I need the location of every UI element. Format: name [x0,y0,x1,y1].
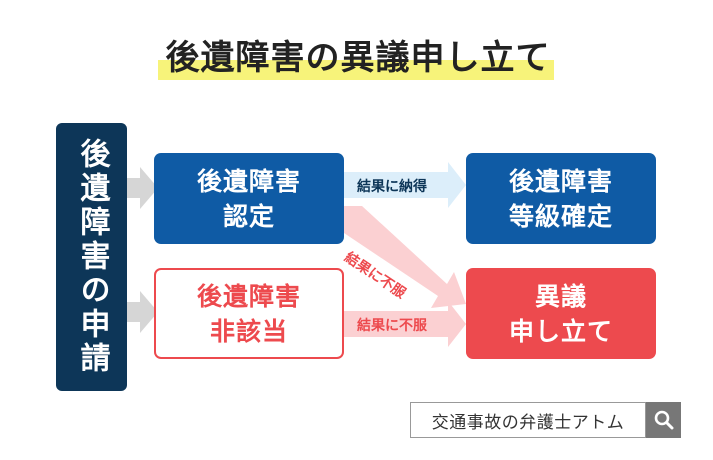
application-label: 後遺障害の申請 [74,138,110,376]
search-icon [654,410,673,430]
node-accredited: 後遺障害 認定 [154,153,344,244]
search-box[interactable]: 交通事故の弁護士アトム [410,402,646,438]
arrow-to-not-applicable [127,291,158,333]
edge-label-dissatisfied: 結果に不服 [357,318,427,334]
node-objection: 異議 申し立て [466,268,656,359]
arrow-dissatisfied-diagonal [344,206,466,308]
node-not-applicable: 後遺障害 非該当 [154,268,344,359]
search-text: 交通事故の弁護士アトム [431,412,625,433]
arrow-accepted [344,162,466,208]
node-grade-confirmed: 後遺障害 等級確定 [466,153,656,244]
edge-label-accepted: 結果に納得 [357,179,427,195]
arrow-to-accredited [127,167,158,209]
title-area: 後遺障害の異議申し立て [158,28,558,84]
page-title: 後遺障害の異議申し立て [165,38,551,78]
arrow-dissatisfied [344,301,466,347]
application-bar: 後遺障害の申請 [56,123,127,391]
search-button[interactable] [646,402,681,438]
title-highlight [158,60,554,80]
